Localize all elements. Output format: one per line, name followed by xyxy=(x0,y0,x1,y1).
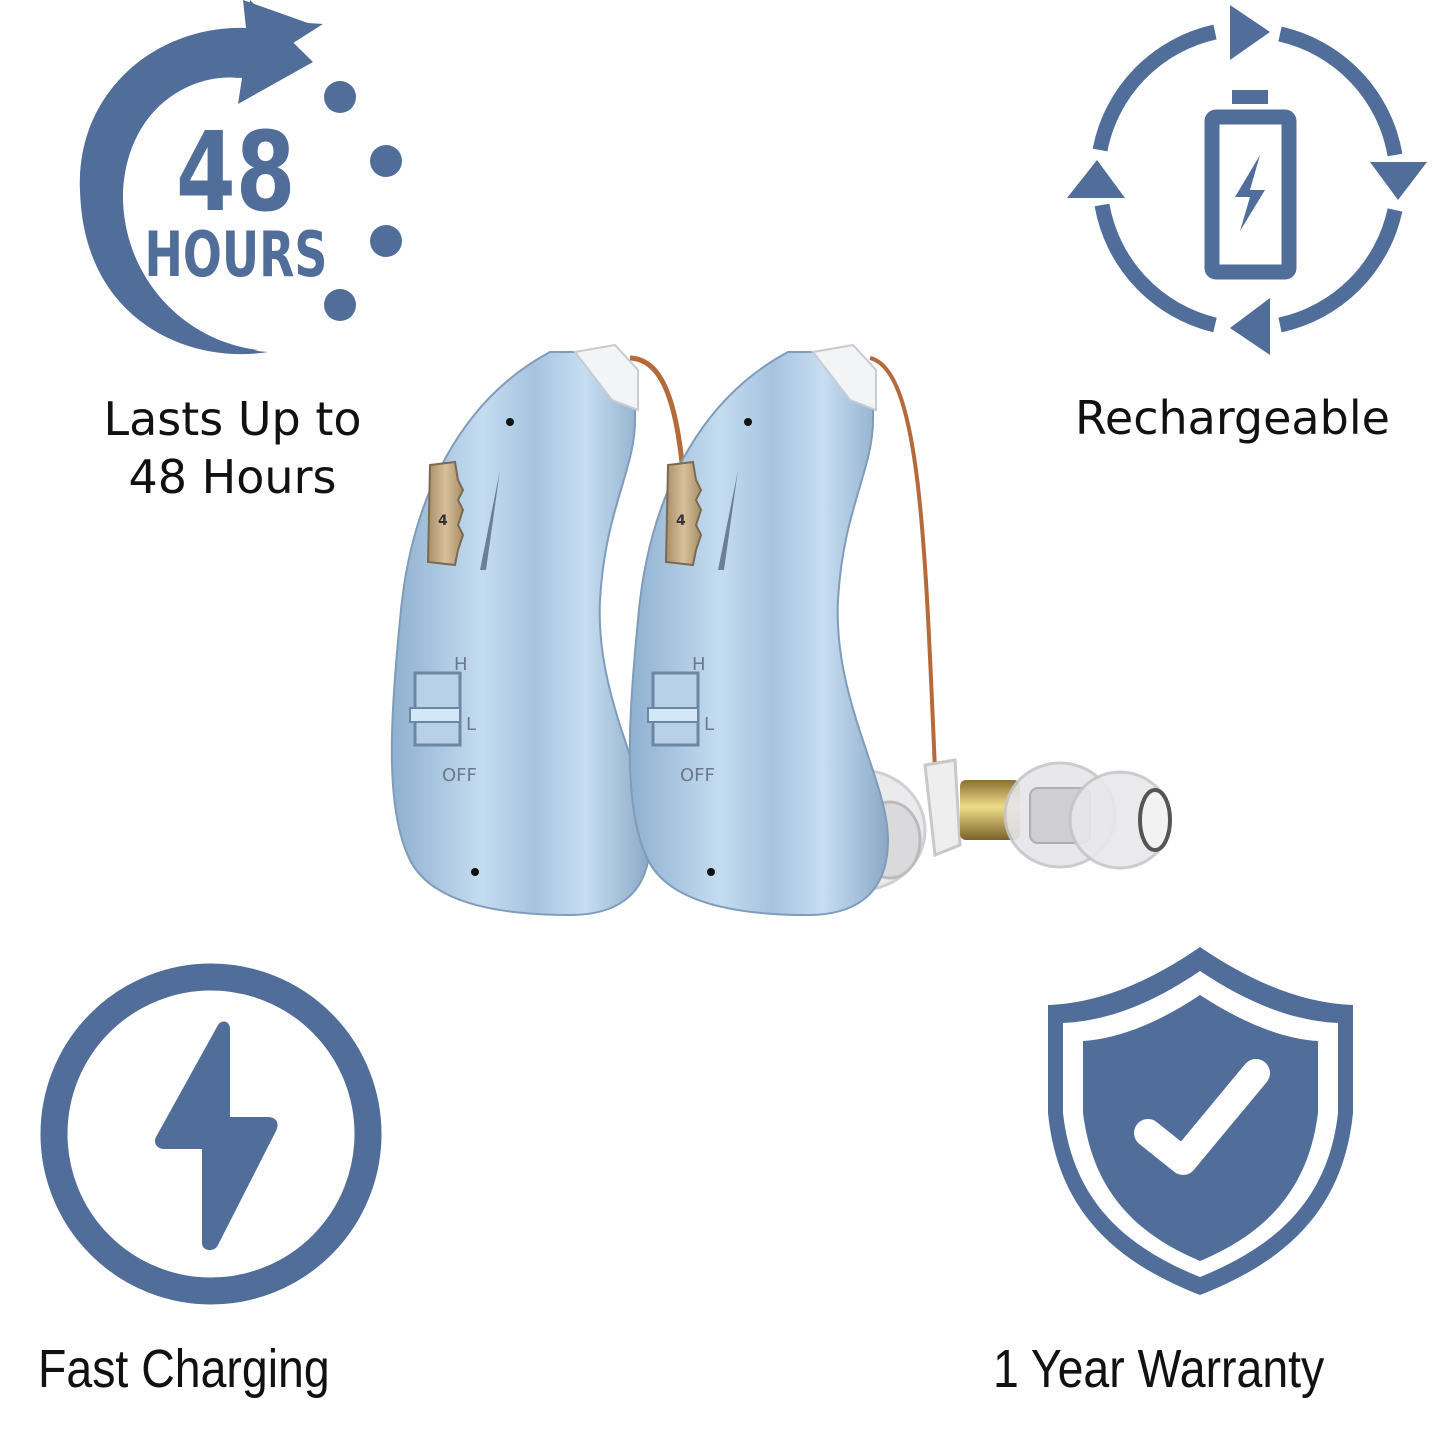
volume-dial-value-right: 4 xyxy=(676,513,686,529)
warranty-feature xyxy=(1038,943,1363,1298)
switch-label-off-right: OFF xyxy=(680,765,715,786)
switch-label-l-right: L xyxy=(704,714,714,735)
switch-label-h-right: H xyxy=(692,654,706,675)
hours-badge-unit: HOURS xyxy=(145,218,328,291)
hours-badge-number: 48 xyxy=(176,109,295,237)
volume-dial-left xyxy=(426,460,465,567)
lightning-circle-icon xyxy=(40,963,382,1305)
48-hours-clock-icon: 48 HOURS xyxy=(79,0,402,355)
warranty-label: 1 Year Warranty xyxy=(993,1339,1325,1399)
shield-check-icon xyxy=(1048,947,1353,1295)
volume-dial-value-left: 4 xyxy=(438,513,448,529)
rechargeable-feature xyxy=(1065,0,1430,365)
battery-life-label-line1: Lasts Up to xyxy=(103,392,362,446)
volume-dial-right xyxy=(664,460,703,567)
rechargeable-label: Rechargeable xyxy=(1075,391,1390,445)
fast-charging-feature xyxy=(40,963,382,1305)
switch-label-h-left: H xyxy=(454,654,468,675)
hearing-aids-product-image: 4 H L OFF 4 H L OFF xyxy=(380,340,1180,930)
switch-label-off-left: OFF xyxy=(442,765,477,786)
switch-label-l-left: L xyxy=(466,714,476,735)
battery-life-feature: 48 HOURS xyxy=(68,0,413,365)
battery-life-label: Lasts Up to 48 Hours xyxy=(60,390,405,506)
battery-life-label-line2: 48 Hours xyxy=(128,450,337,504)
hearing-aid-left: 4 H L OFF xyxy=(390,343,652,917)
fast-charging-label: Fast Charging xyxy=(38,1339,330,1399)
receiver-unit xyxy=(923,758,1172,870)
hearing-aid-right: 4 H L OFF xyxy=(628,343,890,917)
battery-recycle-icon xyxy=(1067,5,1427,355)
